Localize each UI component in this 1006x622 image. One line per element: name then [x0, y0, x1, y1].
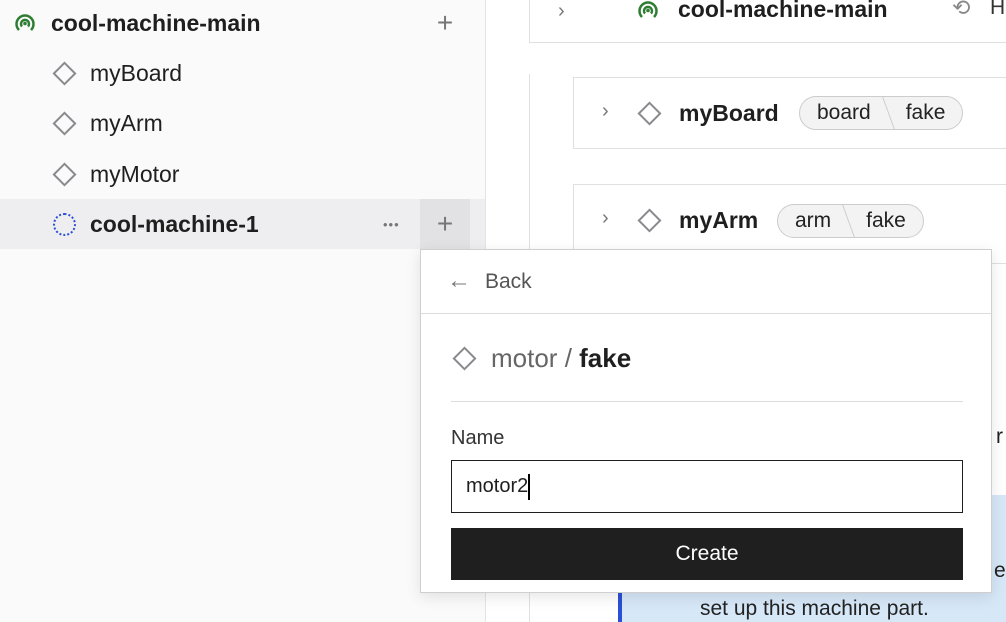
chevron-right-icon[interactable]: ›	[558, 0, 565, 22]
sidebar: cool-machine-main + myBoard myArm myMoto…	[0, 0, 486, 622]
history-icon: ⟲	[952, 0, 971, 20]
add-component-popover: ← Back motor / fake Name motor2 Create	[420, 249, 992, 593]
component-type-title: motor / fake	[491, 343, 631, 374]
diamond-icon	[452, 346, 477, 371]
type-badge: board fake	[799, 96, 964, 130]
component-name: myBoard	[679, 100, 779, 126]
type-label: motor	[491, 343, 558, 373]
dashed-circle-icon	[53, 213, 76, 236]
diamond-icon	[637, 208, 662, 233]
sidebar-item-label: myArm	[90, 109, 163, 136]
sidebar-item-myboard[interactable]: myBoard	[0, 48, 485, 98]
add-button[interactable]: +	[420, 199, 470, 249]
antenna-signal-icon	[638, 1, 658, 18]
sidebar-item-myarm[interactable]: myArm	[0, 98, 485, 148]
divider	[451, 401, 963, 402]
partial-text: r	[996, 425, 1003, 448]
sidebar-item-label: myBoard	[90, 59, 183, 86]
sidebar-item-label: myMotor	[90, 160, 180, 187]
sidebar-item-cool-machine-1[interactable]: cool-machine-1 ••• +	[0, 199, 485, 249]
antenna-signal-icon	[15, 14, 35, 31]
create-button[interactable]: Create	[451, 528, 963, 580]
name-input-value: motor2	[466, 475, 529, 497]
name-input[interactable]: motor2	[451, 460, 963, 513]
text-cursor	[528, 473, 531, 500]
header-machine-name: cool-machine-main	[678, 0, 888, 22]
machine-header[interactable]: › cool-machine-main ⟲ History	[529, 0, 1006, 43]
sidebar-item-label: cool-machine-1	[90, 210, 259, 237]
diamond-icon	[637, 101, 662, 126]
history-button[interactable]: History	[990, 0, 1006, 19]
separator: /	[557, 343, 580, 373]
more-icon[interactable]: •••	[383, 216, 400, 232]
back-label: Back	[485, 270, 532, 293]
name-label: Name	[451, 427, 505, 449]
diamond-icon	[52, 110, 77, 136]
sidebar-machine-main[interactable]: cool-machine-main +	[0, 0, 485, 48]
chevron-right-icon[interactable]: ›	[602, 100, 609, 122]
back-button[interactable]: ← Back	[421, 250, 991, 314]
component-card-myboard[interactable]: › myBoard board fake	[573, 77, 1006, 149]
model-label: fake	[579, 343, 632, 373]
sidebar-item-mymotor[interactable]: myMotor	[0, 149, 485, 199]
api-label: arm	[795, 209, 832, 232]
type-badge: arm fake	[777, 204, 924, 238]
chevron-right-icon[interactable]: ›	[602, 207, 609, 229]
add-button[interactable]: +	[436, 7, 454, 38]
api-label: board	[817, 101, 871, 124]
info-text: set up this machine part.	[700, 597, 929, 620]
machine-name: cool-machine-main	[51, 9, 261, 36]
diamond-icon	[52, 161, 77, 187]
diamond-icon	[52, 60, 77, 86]
partial-text: e	[994, 559, 1006, 582]
model-label: fake	[866, 209, 906, 232]
arrow-left-icon: ←	[447, 267, 471, 294]
model-label: fake	[905, 101, 946, 124]
component-name: myArm	[679, 207, 759, 233]
